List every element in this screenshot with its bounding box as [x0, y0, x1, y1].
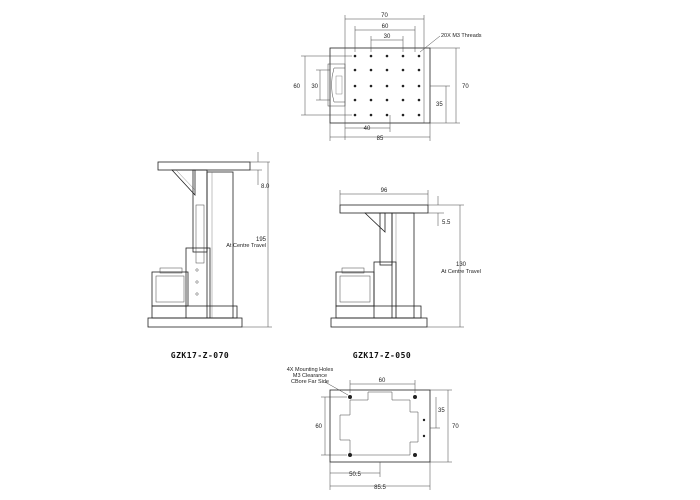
base-cutout	[339, 391, 419, 456]
dim-top-70-vertical: 70	[462, 84, 469, 90]
caption-050: GZK17-Z-050	[353, 351, 411, 360]
dim-top-30: 30	[384, 34, 391, 40]
column-050	[391, 212, 415, 319]
dim-base-70: 70	[452, 424, 459, 430]
top-view: 70 60 30 60 30 70 35 40 85 20X M3 Thread…	[293, 13, 481, 142]
motor-050	[335, 271, 375, 307]
dim-top-85: 85	[377, 136, 384, 142]
dim-070-8: 8.0	[261, 184, 270, 190]
travel-note-050: At Centre Travel	[441, 269, 481, 275]
base-view: 4X Mounting Holes M3 Clearance CBore Far…	[287, 367, 460, 491]
bracket-070	[171, 169, 196, 197]
slider-050	[379, 212, 393, 266]
side-view-050: 96 5.5 130 At Centre Travel GZK17-Z-050	[330, 188, 481, 360]
bracket-050	[363, 212, 386, 233]
motor-070	[151, 271, 189, 307]
base-050	[335, 305, 422, 319]
dim-base-60-vertical: 60	[315, 424, 322, 430]
top-platform-070	[157, 161, 251, 171]
dim-top-35: 35	[436, 102, 443, 108]
travel-note-070: At Centre Travel	[226, 243, 266, 249]
dim-050-5-5: 5.5	[442, 220, 451, 226]
dim-base-35: 35	[438, 408, 445, 414]
dim-top-40: 40	[364, 126, 371, 132]
dim-top-70: 70	[381, 13, 388, 19]
dim-base-85-5: 85.5	[374, 485, 386, 491]
mounting-note-line2: M3 Clearance	[293, 373, 327, 379]
top-platform-050	[339, 204, 429, 214]
dim-base-60: 60	[379, 378, 386, 384]
carriage-050	[373, 261, 397, 319]
top-plate-inner	[344, 47, 425, 124]
base-070	[151, 305, 238, 319]
dim-top-60: 60	[382, 24, 389, 30]
dim-base-50-5: 50.5	[349, 472, 361, 478]
thread-holes	[353, 54, 421, 117]
top-clamp-detail	[327, 63, 346, 107]
dim-050-96: 96	[381, 188, 388, 194]
mounting-holes	[348, 395, 426, 457]
mounting-note-line1: 4X Mounting Holes	[287, 367, 334, 373]
threads-note: 20X M3 Threads	[441, 33, 482, 39]
dim-top-60-vertical: 60	[293, 84, 300, 90]
mounting-note-line3: CBore Far Side	[291, 379, 329, 385]
side-view-070: 8.0 195 At Centre Travel GZK17-Z-070	[147, 152, 272, 360]
dim-top-30-vertical: 30	[311, 84, 318, 90]
caption-070: GZK17-Z-070	[171, 351, 229, 360]
dim-070-195: 195	[256, 237, 267, 243]
dim-050-130: 130	[456, 262, 467, 268]
base-plate-outline	[329, 389, 431, 463]
